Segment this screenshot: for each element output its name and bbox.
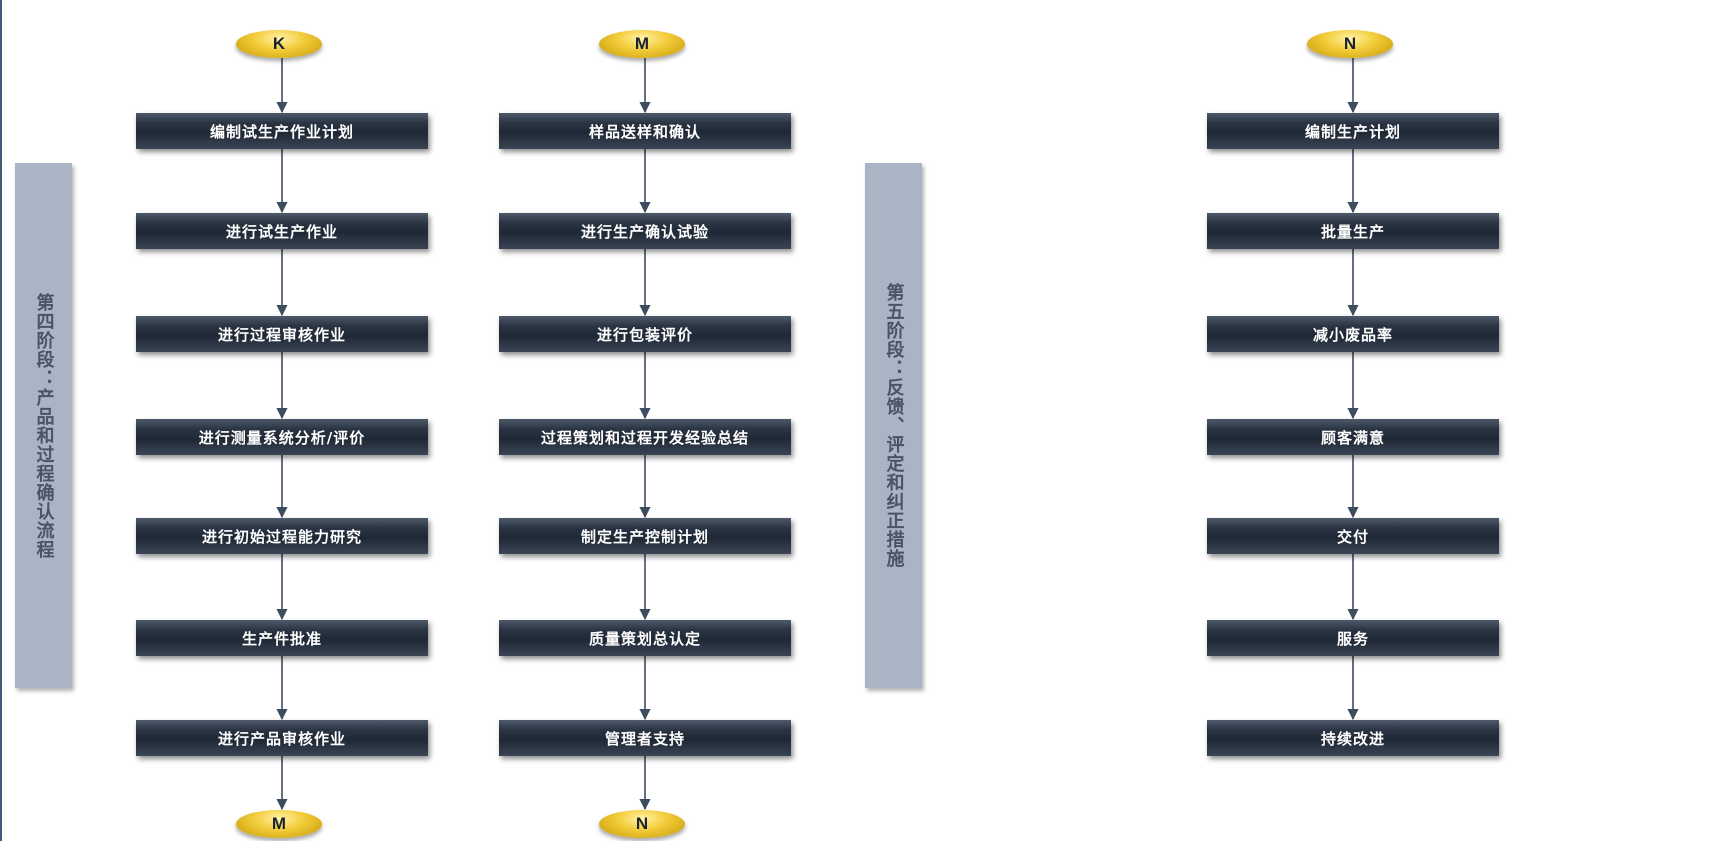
step-c1-6: 生产件批准 (136, 620, 428, 656)
step-c1-1: 编制试生产作业计划 (136, 113, 428, 149)
step-c3-4: 顾客满意 (1207, 419, 1499, 455)
step-c3-3: 减小废品率 (1207, 316, 1499, 352)
step-c2-2: 进行生产确认试验 (499, 213, 791, 249)
step-c3-7: 持续改进 (1207, 720, 1499, 756)
step-c3-5: 交付 (1207, 518, 1499, 554)
connector-start-m: M (599, 30, 685, 58)
step-c3-2: 批量生产 (1207, 213, 1499, 249)
step-c1-2: 进行试生产作业 (136, 213, 428, 249)
step-c2-1: 样品送样和确认 (499, 113, 791, 149)
step-c2-7: 管理者支持 (499, 720, 791, 756)
left-border (0, 0, 2, 841)
step-c3-1: 编制生产计划 (1207, 113, 1499, 149)
step-c1-5: 进行初始过程能力研究 (136, 518, 428, 554)
step-c2-6: 质量策划总认定 (499, 620, 791, 656)
stage-4-label: 第四阶段：产品和过程确认流程 (15, 163, 72, 688)
step-c1-4: 进行测量系统分析/评价 (136, 419, 428, 455)
connector-end-n: N (599, 810, 685, 838)
step-c3-6: 服务 (1207, 620, 1499, 656)
step-c2-3: 进行包装评价 (499, 316, 791, 352)
connector-end-m: M (236, 810, 322, 838)
connector-start-k: K (236, 30, 322, 58)
stage-5-label: 第五阶段：反馈、评定和纠正措施 (865, 163, 922, 688)
connector-start-n: N (1307, 30, 1393, 58)
step-c1-7: 进行产品审核作业 (136, 720, 428, 756)
step-c2-4: 过程策划和过程开发经验总结 (499, 419, 791, 455)
step-c2-5: 制定生产控制计划 (499, 518, 791, 554)
step-c1-3: 进行过程审核作业 (136, 316, 428, 352)
